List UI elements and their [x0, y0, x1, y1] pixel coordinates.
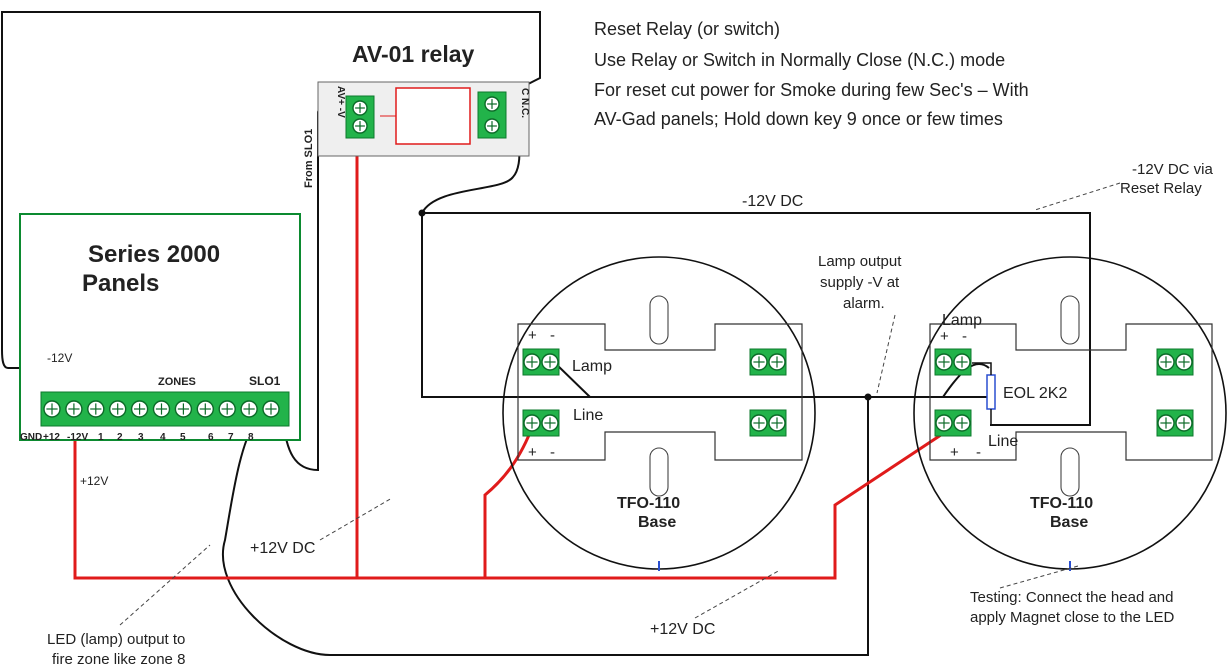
base1-minus-top: - — [550, 327, 555, 344]
plus12v-dc-left-label: +12V DC — [250, 540, 315, 557]
lamp-output-line: alarm. — [843, 295, 885, 312]
lamp-output-note: Lamp output supply -V at alarm. — [818, 253, 902, 312]
plus12v-dc-bottom-label: +12V DC — [650, 621, 715, 638]
base1-slot-bottom — [649, 447, 669, 497]
base2-plus-bottom: + — [950, 444, 959, 461]
testing-line: apply Magnet close to the LED — [970, 609, 1174, 626]
panel-terminal-label: 3 — [138, 432, 144, 443]
base1-title-1: TFO-110 — [617, 495, 680, 512]
testing-line: Testing: Connect the head and — [970, 589, 1173, 606]
panel-terminal-label: +12 — [43, 432, 60, 443]
relay-coil — [395, 87, 471, 145]
base2-slot-bottom — [1060, 447, 1080, 497]
panel-terminal-label: 6 — [208, 432, 214, 443]
base2-line-label: Line — [988, 433, 1018, 450]
relay-from-label: From SLO1 — [303, 129, 315, 188]
led-output-line: LED (lamp) output to — [47, 631, 185, 648]
via-reset-note: -12V DC via Reset Relay — [1120, 161, 1214, 197]
panel-terminal-label: 7 — [228, 432, 234, 443]
base2-slot-top — [1060, 295, 1080, 345]
panel-terminal-label: 8 — [248, 432, 254, 443]
base2-terminals — [934, 348, 1194, 437]
base1-line-label: Line — [573, 407, 603, 424]
relay-pins-cnc: C N.C. — [519, 88, 530, 118]
panel-terminal-label: 2 — [117, 432, 123, 443]
relay-pins-av: AV+ -V — [335, 86, 346, 118]
panel-terminal-label: 1 — [98, 432, 104, 443]
via-reset-line: Reset Relay — [1120, 180, 1202, 197]
plus12v-small-label: +12V — [80, 474, 108, 488]
pointer-arrows — [119, 182, 1121, 626]
relay-title: AV-01 relay — [352, 41, 475, 67]
plus12v-main-wire — [73, 418, 954, 580]
panel-slo-label: SLO1 — [249, 374, 281, 388]
panel-terminal-label: 4 — [160, 432, 166, 443]
panel-terminal-label: GND — [20, 432, 42, 443]
base1-plus-bottom: + — [528, 444, 537, 461]
reset-note-line: Reset Relay (or switch) — [594, 19, 780, 39]
reset-note-line: AV-Gad panels; Hold down key 9 once or f… — [594, 109, 1003, 129]
led-output-line: fire zone like zone 8 — [52, 651, 185, 668]
panel-terminal-block — [40, 391, 290, 427]
minus12v-small-label: -12V — [47, 351, 72, 365]
plus12v-base1-wire — [483, 424, 535, 578]
base1-lamp-label: Lamp — [572, 358, 612, 375]
base2-title-1: TFO-110 — [1030, 495, 1093, 512]
base1-title-2: Base — [638, 514, 676, 531]
panel-zones-label: ZONES — [158, 376, 196, 388]
panel-title-2: Panels — [82, 270, 159, 297]
reset-note-line: For reset cut power for Smoke during few… — [594, 80, 1029, 100]
minus12v-dc-bus — [422, 212, 1091, 426]
zone8-led-wire — [222, 397, 869, 656]
minus12v-dc-label: -12V DC — [742, 193, 803, 210]
eol-resistor-leads — [972, 362, 992, 425]
base2-lamp-label: Lamp — [942, 312, 982, 329]
base2-plate — [929, 323, 1213, 461]
panel-terminal-labels: GND+12 -12V 1 2 3 4 5 6 7 8 — [20, 432, 254, 443]
minus12v-drop — [421, 213, 987, 398]
led-output-note: LED (lamp) output to fire zone like zone… — [47, 631, 185, 668]
base1-plate — [517, 323, 803, 461]
relay-terminals — [345, 91, 507, 139]
reset-note-line: Use Relay or Switch in Normally Close (N… — [594, 50, 1005, 70]
panel-title-1: Series 2000 — [88, 241, 220, 268]
panel-terminal-label: -12V — [67, 432, 88, 443]
base1-slot-top — [649, 295, 669, 345]
junction-dot — [418, 209, 426, 217]
testing-note: Testing: Connect the head and apply Magn… — [970, 589, 1174, 626]
panel-terminal-label: 5 — [180, 432, 186, 443]
via-reset-line: -12V DC via — [1132, 161, 1214, 178]
base1-minus-bottom: - — [550, 444, 555, 461]
base1-plus-top: + — [528, 327, 537, 344]
reset-relay-note: Reset Relay (or switch) Use Relay or Swi… — [594, 19, 1029, 129]
base1-lamp-wire — [554, 362, 591, 398]
base1-terminals — [522, 348, 787, 437]
lamp-output-line: supply -V at — [820, 274, 900, 291]
base2-minus-top: - — [962, 328, 967, 345]
eol-resistor — [986, 374, 996, 410]
eol-label: EOL 2K2 — [1003, 385, 1067, 402]
base2-title-2: Base — [1050, 514, 1088, 531]
base2-plus-top: + — [940, 328, 949, 345]
base2-minus-bottom: - — [976, 444, 981, 461]
lamp-output-line: Lamp output — [818, 253, 902, 270]
